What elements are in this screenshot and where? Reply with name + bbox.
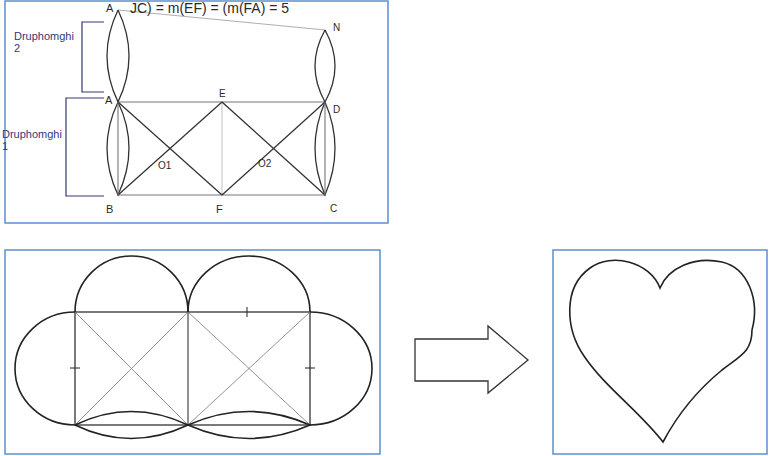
construction-sketch	[107, 10, 335, 195]
point-label: A	[106, 2, 113, 14]
transform-arrow	[415, 326, 528, 393]
panel-frame	[553, 250, 767, 454]
heart-shape	[570, 260, 755, 442]
panel-frame	[5, 250, 380, 454]
header-formula: JC) = m(EF) = (m(FA) = 5	[130, 1, 289, 16]
point-label: O2	[258, 158, 271, 169]
point-label: D	[333, 104, 340, 115]
point-label: A	[105, 94, 112, 106]
point-label: O1	[158, 160, 171, 171]
bracket-note: Druphomghi 2	[14, 30, 76, 54]
point-label: F	[216, 203, 223, 215]
point-label: N	[333, 22, 340, 33]
construction-sketch	[15, 256, 372, 439]
point-label: C	[330, 203, 337, 214]
point-label: B	[106, 203, 113, 215]
bracket-note: Druphomghi 1	[2, 128, 64, 152]
point-label: E	[219, 88, 226, 99]
panel-frame	[5, 1, 388, 223]
bracket	[66, 22, 104, 196]
